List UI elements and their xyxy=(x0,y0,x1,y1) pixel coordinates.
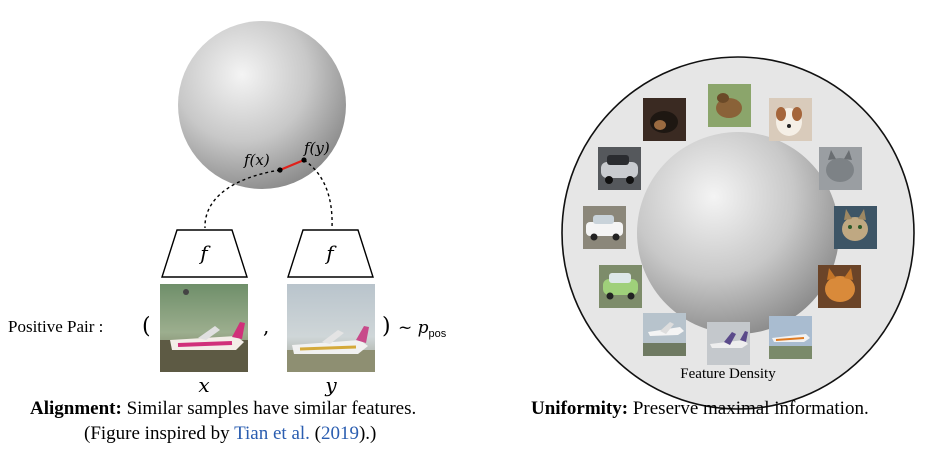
alignment-title: Alignment: xyxy=(30,398,122,419)
alignment-caption: Alignment: Similar samples have similar … xyxy=(30,398,416,420)
uniformity-caption: Uniformity: Preserve maximal information… xyxy=(531,398,869,420)
airplane-photo-x xyxy=(160,284,248,372)
link-path-y xyxy=(303,159,333,229)
car-photo xyxy=(598,147,641,190)
inspired-suffix: ).) xyxy=(358,423,377,444)
citation-year-link[interactable]: 2019 xyxy=(320,423,359,444)
cat-photo xyxy=(818,265,861,308)
link-path-x xyxy=(204,169,281,229)
fx-label: f(x) xyxy=(243,151,270,169)
feature-point-fy xyxy=(301,157,307,163)
citation-author-link[interactable]: Tian et al. xyxy=(234,423,310,444)
airplane-photo xyxy=(769,316,812,359)
encoder-x: f xyxy=(161,229,248,278)
cat-photo xyxy=(834,206,877,249)
uniform-sphere xyxy=(637,132,839,334)
open-paren: ( xyxy=(142,314,151,339)
feature-density-label: Feature Density xyxy=(680,366,776,382)
airplane-photo-y xyxy=(287,284,375,372)
dog-photo xyxy=(708,84,751,127)
cat-photo xyxy=(819,147,862,190)
distribution-subscript: pos xyxy=(429,328,447,340)
pair-comma: , xyxy=(263,314,269,338)
fy-label: f(y) xyxy=(303,139,330,157)
uniformity-text: Preserve maximal information. xyxy=(632,398,869,419)
car-photo xyxy=(599,265,642,308)
feature-sphere xyxy=(178,21,346,189)
sample-label-x: x xyxy=(198,373,209,397)
car-photo xyxy=(583,206,626,249)
distribution-symbol: ~ p xyxy=(398,318,429,338)
inspired-caption: (Figure inspired by Tian et al. (2019).) xyxy=(84,423,376,445)
airplane-photo xyxy=(707,322,750,365)
uniformity-panel: Feature Density xyxy=(561,56,915,410)
dog-photo xyxy=(643,98,686,141)
dog-photo xyxy=(769,98,812,141)
sample-label-y: y xyxy=(324,373,337,397)
uniformity-title: Uniformity: xyxy=(531,398,629,419)
inspired-open: ( xyxy=(314,423,321,444)
encoder-y: f xyxy=(287,229,374,278)
airplane-photo xyxy=(643,313,686,356)
feature-point-fx xyxy=(277,167,283,173)
close-paren: ) xyxy=(382,314,391,339)
alignment-distance-segment xyxy=(279,158,305,172)
alignment-text: Similar samples have similar features. xyxy=(126,398,417,419)
alignment-panel: f(x) f(y) f f Positive Pair : ( , xyxy=(8,21,447,397)
distribution-label: ~ ppos xyxy=(398,318,447,340)
inspired-prefix: (Figure inspired by xyxy=(84,423,230,444)
positive-pair-label: Positive Pair : xyxy=(8,317,103,336)
